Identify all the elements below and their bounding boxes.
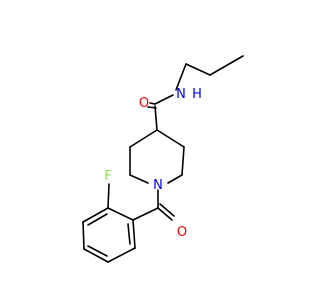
bond-ring-6 [129, 129, 158, 148]
ketone-oxygen-label: O [177, 225, 187, 240]
bond-benzene-3 [83, 248, 109, 263]
bond-benzene-5 [82, 207, 109, 223]
bond-ring-1 [156, 129, 185, 148]
amide-hydrogen-label: H [192, 87, 202, 102]
bond-benzene-3b [87, 245, 108, 257]
bond-carbonyl-o-1 [157, 207, 173, 221]
bond-benzene-6 [107, 207, 134, 221]
bond-propyl-2 [185, 63, 211, 76]
bond-amide-c-n [154, 94, 174, 105]
atom-labels: O N H N O F [104, 87, 202, 240]
bonds [82, 55, 244, 263]
bond-c-f [107, 183, 110, 209]
bond-carbonyl-o-2 [159, 203, 175, 217]
bond-amide-c-o-1 [149, 102, 156, 105]
bond-benzene-5b [87, 213, 108, 226]
bond-ring-3 [167, 174, 183, 184]
bond-n-propyl [175, 63, 187, 91]
bond-benzene-4 [82, 221, 85, 250]
bond-propyl-1 [209, 55, 244, 76]
bond-amide-c-c4 [154, 105, 158, 131]
structure-canvas: O N H N O F [82, 55, 244, 263]
amide-nitrogen-label: N [176, 87, 186, 102]
amide-oxygen-label: O [139, 96, 149, 111]
ring-nitrogen-label: N [153, 178, 163, 193]
fluorine-label: F [104, 169, 111, 184]
bond-benzene-1b [127, 223, 131, 245]
bond-benzene-1 [132, 219, 136, 249]
molecule-diagram: O N H N O F [82, 55, 244, 263]
bond-ring-4 [129, 174, 149, 184]
bond-ring-2 [181, 146, 185, 176]
bond-benzene-2 [107, 247, 136, 263]
bond-carbonyl-phenyl [132, 207, 159, 221]
